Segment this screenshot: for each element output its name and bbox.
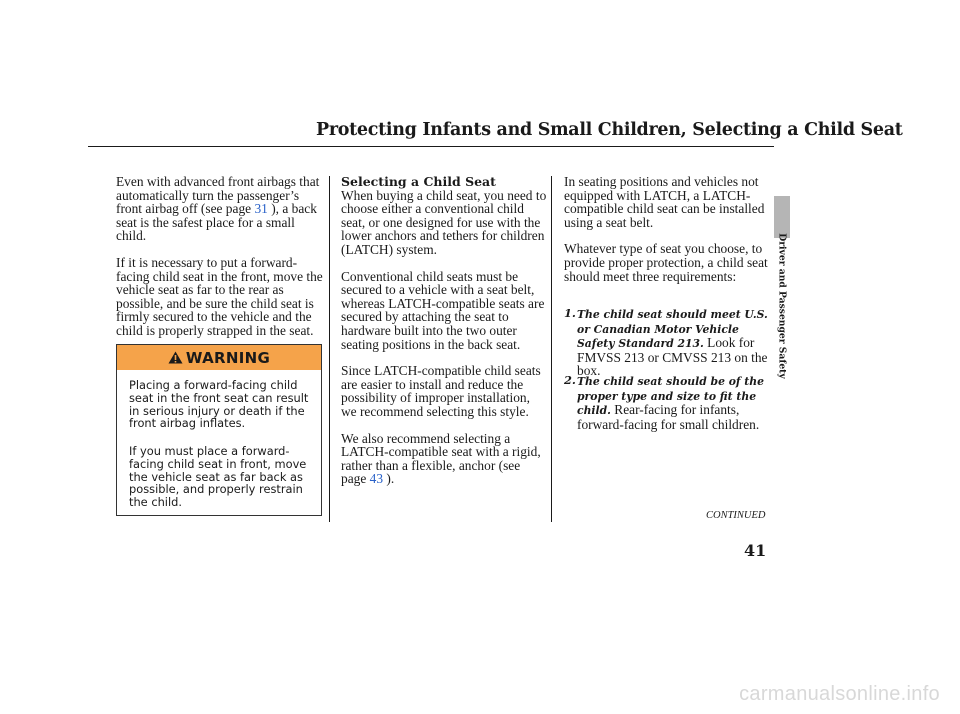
right-paragraph-1: In seating positions and vehicles not eq… bbox=[564, 174, 765, 230]
middle-paragraph-2: Conventional child seats must be secured… bbox=[341, 268, 545, 352]
section-heading: Selecting a Child Seat bbox=[341, 174, 496, 189]
requirement-2: 2. The child seat should be of the prope… bbox=[564, 373, 776, 434]
watermark: carmanualsonline.info bbox=[739, 683, 940, 705]
warning-text-1: Placing a forward-facing child seat in t… bbox=[129, 378, 309, 431]
warning-triangle-icon bbox=[168, 351, 183, 364]
requirement-text: Look for FMVSS 213 or CMVSS 213 on the b… bbox=[577, 335, 768, 379]
right-column: In seating positions and vehicles not eq… bbox=[564, 175, 770, 283]
requirement-number: 1. bbox=[564, 306, 576, 320]
section-tab bbox=[774, 196, 790, 238]
column-divider-left bbox=[329, 176, 330, 522]
requirement-number: 2. bbox=[564, 373, 576, 387]
middle-column: Selecting a Child Seat When buying a chi… bbox=[341, 175, 547, 486]
middle-paragraph-4: We also recommend selecting a LATCH-comp… bbox=[341, 430, 541, 487]
middle-paragraph-3: Since LATCH-compatible child seats are e… bbox=[341, 363, 541, 419]
left-column: Even with advanced front airbags that au… bbox=[116, 175, 324, 338]
requirement-1: 1. The child seat should meet U.S. or Ca… bbox=[564, 306, 772, 377]
page-title: Protecting Infants and Small Children, S… bbox=[316, 120, 903, 140]
warning-text-2: If you must place a forward-facing child… bbox=[129, 444, 307, 510]
warning-label: WARNING bbox=[185, 348, 271, 367]
right-paragraph-2: Whatever type of seat you choose, to pro… bbox=[564, 241, 768, 284]
requirement-text: Rear-facing for infants, forward-facing … bbox=[577, 402, 760, 432]
left-paragraph-1: Even with advanced front airbags that au… bbox=[116, 174, 320, 244]
continued-label: CONTINUED bbox=[706, 510, 766, 521]
left-paragraph-2: If it is necessary to put a forward-faci… bbox=[116, 254, 323, 338]
requirement-title: The child seat should meet U.S. or Canad… bbox=[577, 308, 768, 351]
page-number: 41 bbox=[744, 541, 767, 560]
page-link-43[interactable]: 43 bbox=[369, 471, 384, 487]
page-link-31[interactable]: 31 bbox=[254, 201, 268, 217]
title-rule bbox=[88, 146, 774, 147]
warning-header: WARNING bbox=[117, 345, 321, 370]
section-tab-label: Driver and Passenger Safety bbox=[776, 233, 788, 379]
requirement-title: The child seat should be of the proper t… bbox=[577, 375, 765, 418]
column-divider-right bbox=[551, 176, 552, 522]
warning-box: WARNING Placing a forward-facing child s… bbox=[116, 344, 322, 516]
middle-paragraph-1: When buying a child seat, you need to ch… bbox=[341, 187, 547, 257]
